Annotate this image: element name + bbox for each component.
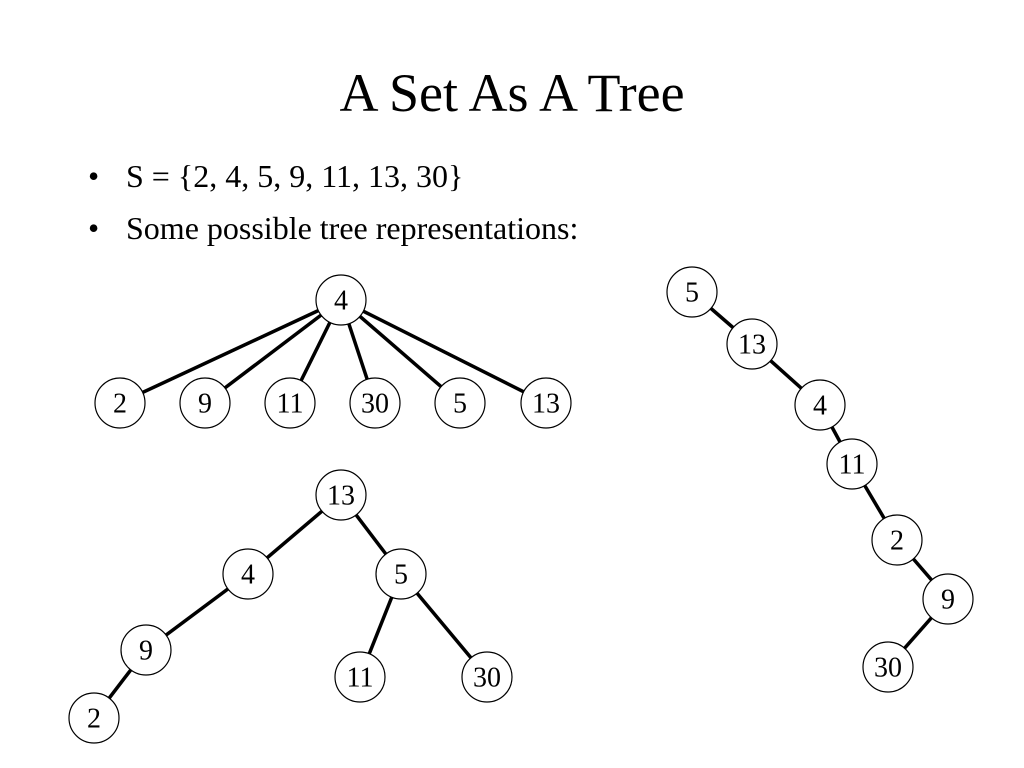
- node-circle: [120, 624, 172, 676]
- node-label: 5: [453, 389, 467, 420]
- node-label: 11: [839, 450, 866, 481]
- bullet-item: • Some possible tree representations:: [80, 202, 578, 254]
- tree-binary: 13 4 5 9 2 11 30: [68, 469, 513, 744]
- node-label: 30: [473, 663, 501, 694]
- tree-node: 11: [264, 377, 316, 429]
- tree-node: 13: [315, 469, 367, 521]
- node-circle: [794, 379, 846, 431]
- tree-node: 4: [315, 274, 367, 326]
- node-label: 13: [532, 389, 560, 420]
- tree-node: 30: [349, 377, 401, 429]
- tree-node: 13: [520, 377, 572, 429]
- node-label: 4: [813, 391, 827, 422]
- tree-edge: [203, 298, 343, 405]
- node-circle: [871, 514, 923, 566]
- node-label: 2: [890, 526, 904, 557]
- node-circle: [264, 377, 316, 429]
- node-circle: [94, 377, 146, 429]
- node-label: 2: [87, 704, 101, 735]
- slide-title: A Set As A Tree: [339, 63, 685, 123]
- tree-node: 2: [871, 514, 923, 566]
- tree-node: 9: [922, 573, 974, 625]
- node-circle: [434, 377, 486, 429]
- bullet-text: S = {2, 4, 5, 9, 11, 13, 30}: [126, 158, 464, 194]
- node-circle: [222, 548, 274, 600]
- node-circle: [334, 651, 386, 703]
- tree-edge: [339, 298, 462, 405]
- node-label: 5: [685, 278, 699, 309]
- node-circle: [922, 573, 974, 625]
- tree-edge: [119, 298, 342, 405]
- node-circle: [520, 377, 572, 429]
- node-circle: [375, 548, 427, 600]
- node-label: 11: [277, 389, 304, 420]
- node-label: 11: [347, 663, 374, 694]
- tree-chain: 5 13 4 11 2 9 30: [666, 266, 974, 693]
- node-circle: [461, 651, 513, 703]
- node-label: 9: [198, 389, 212, 420]
- node-circle: [68, 692, 120, 744]
- tree-edge: [340, 298, 547, 405]
- tree-node: 2: [94, 377, 146, 429]
- node-label: 4: [241, 560, 255, 591]
- node-label: 5: [394, 560, 408, 591]
- tree-node: 11: [334, 651, 386, 703]
- bullet-item: • S = {2, 4, 5, 9, 11, 13, 30}: [80, 150, 578, 202]
- tree-node: 9: [120, 624, 172, 676]
- tree-node: 30: [461, 651, 513, 703]
- tree-node: 30: [862, 641, 914, 693]
- bullet-text: Some possible tree representations:: [126, 210, 579, 246]
- tree-node: 5: [375, 548, 427, 600]
- bullet-dot-icon: •: [88, 210, 100, 246]
- tree-node: 11: [826, 438, 878, 490]
- tree-node: 5: [666, 266, 718, 318]
- node-circle: [666, 266, 718, 318]
- node-label: 4: [334, 286, 348, 317]
- tree-node: 4: [222, 548, 274, 600]
- tree-node: 4: [794, 379, 846, 431]
- tree-flat: 4 2 9 11 30 5 13: [94, 274, 572, 429]
- node-label: 13: [327, 481, 355, 512]
- node-label: 2: [113, 389, 127, 420]
- tree-node: 13: [726, 318, 778, 370]
- tree-node: 5: [434, 377, 486, 429]
- node-label: 9: [139, 636, 153, 667]
- node-circle: [862, 641, 914, 693]
- node-label: 13: [738, 330, 766, 361]
- node-circle: [179, 377, 231, 429]
- node-label: 9: [941, 585, 955, 616]
- node-circle: [315, 274, 367, 326]
- tree-node: 2: [68, 692, 120, 744]
- tree-node: 9: [179, 377, 231, 429]
- node-label: 30: [874, 653, 902, 684]
- node-circle: [826, 438, 878, 490]
- node-circle: [315, 469, 367, 521]
- bullet-list: • S = {2, 4, 5, 9, 11, 13, 30} • Some po…: [80, 150, 578, 254]
- node-label: 30: [361, 389, 389, 420]
- node-circle: [349, 377, 401, 429]
- bullet-dot-icon: •: [88, 158, 100, 194]
- node-circle: [726, 318, 778, 370]
